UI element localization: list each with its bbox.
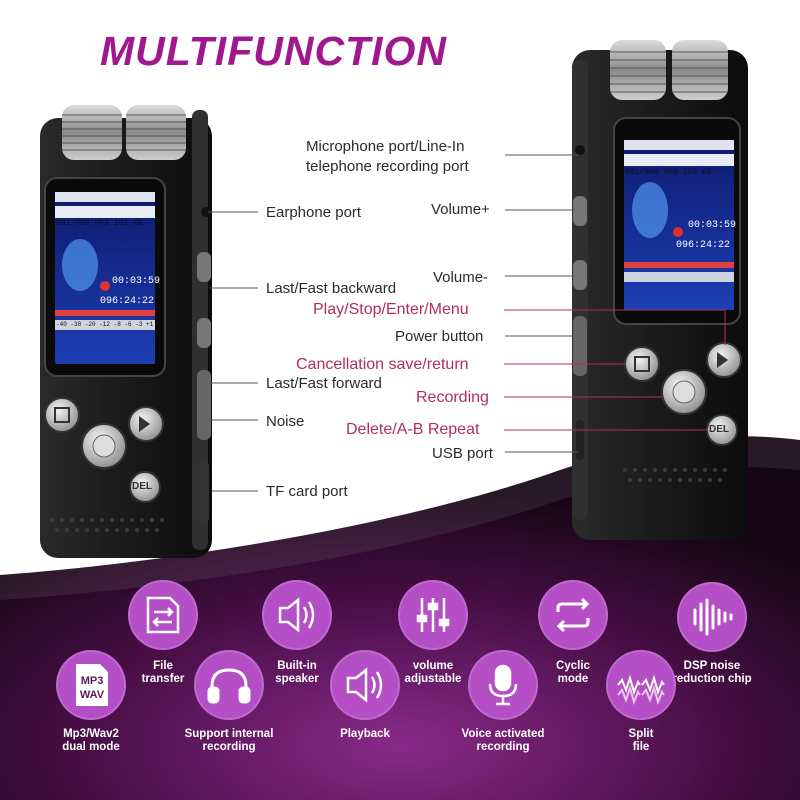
label-last-fast-forward: Last/Fast forward bbox=[266, 375, 382, 392]
feature-mp3-wav-l1: Mp3/Wav2 bbox=[63, 728, 119, 740]
screen-format-r: MP3 bbox=[663, 168, 678, 177]
split-wave-icon bbox=[606, 650, 676, 720]
feature-file-transfer-l1: File bbox=[153, 660, 173, 672]
feature-split-file-l1: Split bbox=[628, 728, 654, 740]
feature-support-internal: Support internal recording bbox=[174, 728, 284, 754]
label-tf-card-port: TF card port bbox=[266, 483, 348, 500]
microphone-icon bbox=[468, 650, 538, 720]
label-mic-port-1: Microphone port/Line-In bbox=[306, 138, 465, 155]
left-screen-total: 096:24:22 bbox=[100, 296, 155, 307]
icon-mp3-text: MP3 bbox=[81, 675, 104, 687]
screen-bitrate: 192 KB bbox=[113, 219, 143, 228]
waveform-icon bbox=[677, 582, 747, 652]
feature-builtin-speaker: Built-in speaker bbox=[262, 660, 332, 686]
page-title: MULTIFUNCTION bbox=[100, 28, 448, 74]
feature-file-transfer-l2: transfer bbox=[141, 673, 185, 685]
icon-wav-text: WAV bbox=[80, 689, 105, 701]
feature-builtin-speaker-l1: Built-in bbox=[277, 660, 317, 672]
feature-cyclic-mode: Cyclic mode bbox=[538, 660, 608, 686]
screen-format: MP3 bbox=[94, 219, 109, 228]
feature-volume-adjustable-l2: adjustable bbox=[404, 673, 462, 685]
callout-lines bbox=[208, 154, 578, 492]
feature-voice-activated-l1: Voice activated bbox=[461, 728, 545, 740]
feature-voice-activated-l2: recording bbox=[476, 741, 530, 753]
right-screen-readout: 001/000 MP3 192 KB bbox=[625, 168, 735, 177]
label-cancellation: Cancellation save/return bbox=[296, 356, 469, 373]
feature-volume-adjustable-l1: volume bbox=[412, 660, 454, 672]
feature-cyclic-mode-l1: Cyclic bbox=[556, 660, 590, 672]
screen-bitrate-r: 192 KB bbox=[682, 168, 712, 177]
label-mic-port-2: telephone recording port bbox=[306, 158, 469, 175]
screen-counter-r: 001/000 bbox=[625, 168, 659, 177]
feature-volume-adjustable: volume adjustable bbox=[393, 660, 473, 686]
right-del-button-label: DEL bbox=[709, 424, 729, 435]
speaker-icon bbox=[262, 580, 332, 650]
feature-voice-activated: Voice activated recording bbox=[448, 728, 558, 754]
feature-playback-l1: Playback bbox=[340, 728, 390, 740]
feature-cyclic-mode-l2: mode bbox=[557, 673, 589, 685]
left-screen-time: 00:03:59 bbox=[112, 276, 161, 287]
file-transfer-icon bbox=[128, 580, 198, 650]
equalizer-icon bbox=[398, 580, 468, 650]
feature-split-file: Split file bbox=[601, 728, 681, 754]
feature-dsp-l2: reduction chip bbox=[672, 673, 752, 685]
label-delete-ab-repeat: Delete/A-B Repeat bbox=[346, 421, 480, 438]
label-volume-plus: Volume+ bbox=[431, 201, 490, 218]
left-screen-meter: -40 -30 -20 -12 -8 -6 -3 +1 bbox=[56, 321, 154, 328]
mp3-wav-icon: MP3 WAV bbox=[56, 650, 126, 720]
feature-support-internal-l1: Support internal bbox=[184, 728, 274, 740]
playback-speaker-icon bbox=[330, 650, 400, 720]
left-del-button-label: DEL bbox=[132, 481, 152, 492]
repeat-icon bbox=[538, 580, 608, 650]
feature-mp3-wav: Mp3/Wav2 dual mode bbox=[51, 728, 131, 754]
feature-mp3-wav-l2: dual mode bbox=[62, 741, 120, 753]
feature-playback: Playback bbox=[325, 728, 405, 741]
feature-dsp-l1: DSP noise bbox=[683, 660, 741, 672]
label-recording: Recording bbox=[416, 389, 489, 406]
feature-builtin-speaker-l2: speaker bbox=[275, 673, 319, 685]
feature-dsp: DSP noise reduction chip bbox=[672, 660, 772, 686]
callout-lines-pink bbox=[504, 309, 726, 431]
left-device bbox=[40, 105, 212, 558]
feature-split-file-l2: file bbox=[632, 741, 650, 753]
headphones-icon bbox=[194, 650, 264, 720]
right-screen-time: 00:03:59 bbox=[688, 220, 737, 231]
label-usb-port: USB port bbox=[432, 445, 493, 462]
label-volume-minus: Volume- bbox=[433, 269, 489, 286]
label-power-button: Power button bbox=[395, 328, 484, 345]
label-noise: Noise bbox=[266, 413, 305, 430]
label-earphone-port: Earphone port bbox=[266, 204, 362, 221]
feature-support-internal-l2: recording bbox=[202, 741, 256, 753]
label-last-fast-backward: Last/Fast backward bbox=[266, 280, 397, 297]
screen-counter: 001/000 bbox=[56, 219, 90, 228]
left-screen-readout: 001/000 MP3 192 KB bbox=[56, 219, 156, 228]
right-device bbox=[572, 40, 748, 540]
right-screen-total: 096:24:22 bbox=[676, 240, 731, 251]
label-play-stop-enter-menu: Play/Stop/Enter/Menu bbox=[313, 301, 469, 318]
feature-file-transfer: File transfer bbox=[128, 660, 198, 686]
